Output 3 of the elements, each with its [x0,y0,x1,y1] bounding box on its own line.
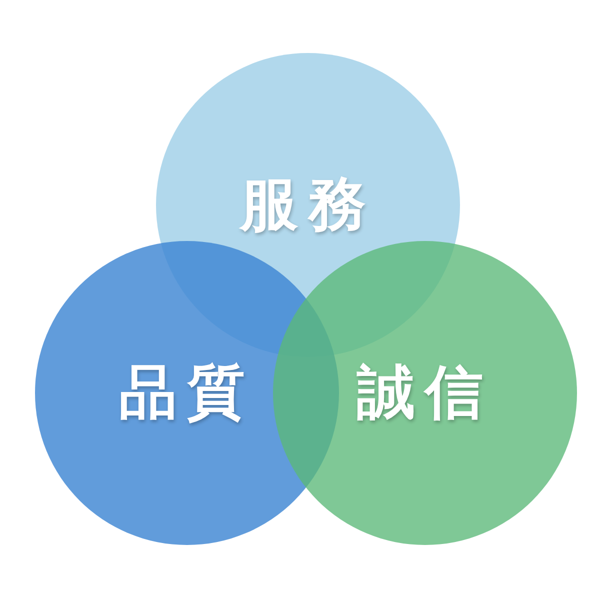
circle-label: 誠信 [357,357,493,428]
circle-label: 服務 [240,169,376,240]
circle-label: 品質 [119,357,255,428]
